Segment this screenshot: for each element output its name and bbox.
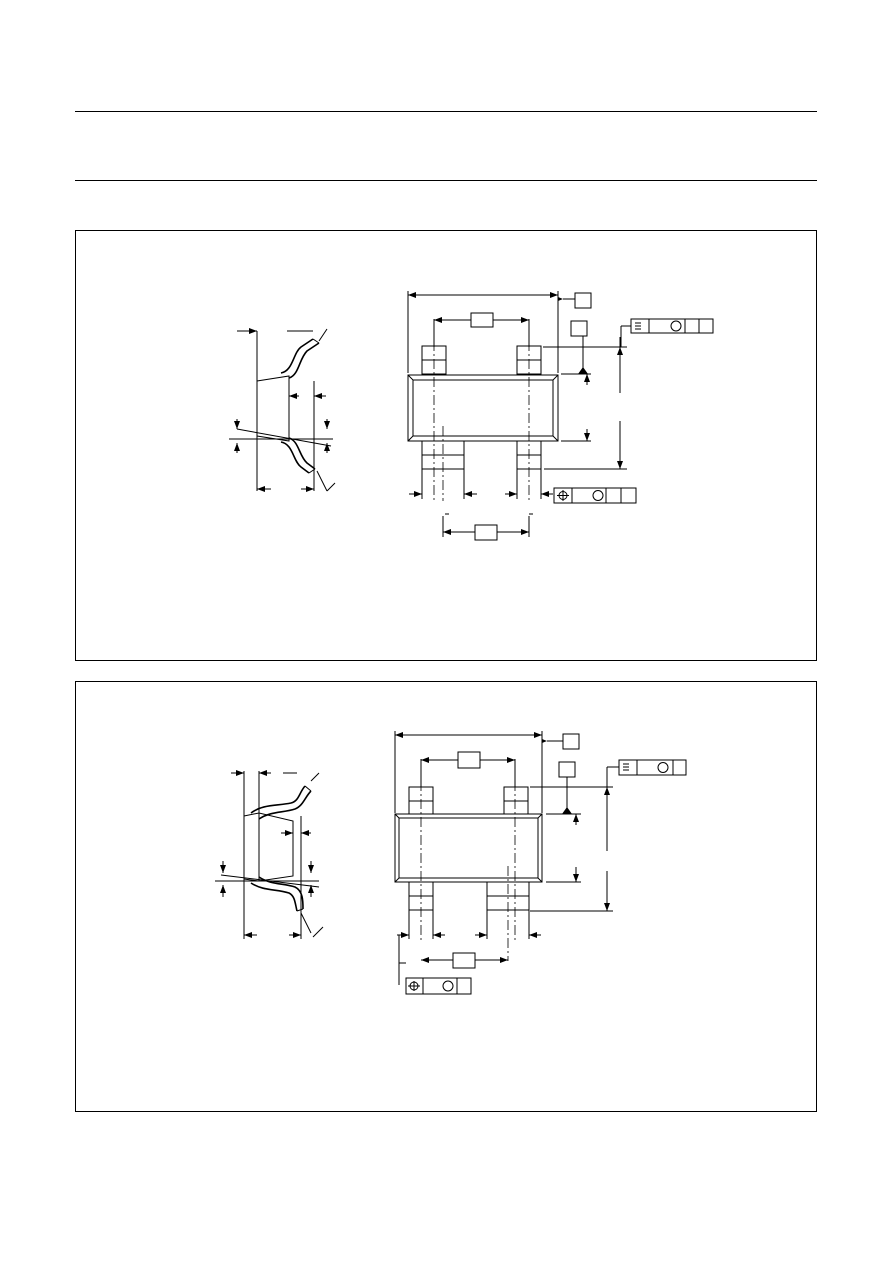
side-view-2: [215, 770, 324, 939]
package-drawing-2: [215, 731, 687, 995]
outline-panel-2: [75, 681, 817, 1112]
package-drawing-1: [229, 291, 714, 541]
header-rule-top: [75, 111, 817, 112]
header-rule-bottom: [75, 180, 817, 181]
top-view: [407, 291, 714, 541]
side-view: [229, 328, 336, 492]
outline-panel-1: [75, 230, 817, 661]
top-view-2: [394, 731, 687, 995]
